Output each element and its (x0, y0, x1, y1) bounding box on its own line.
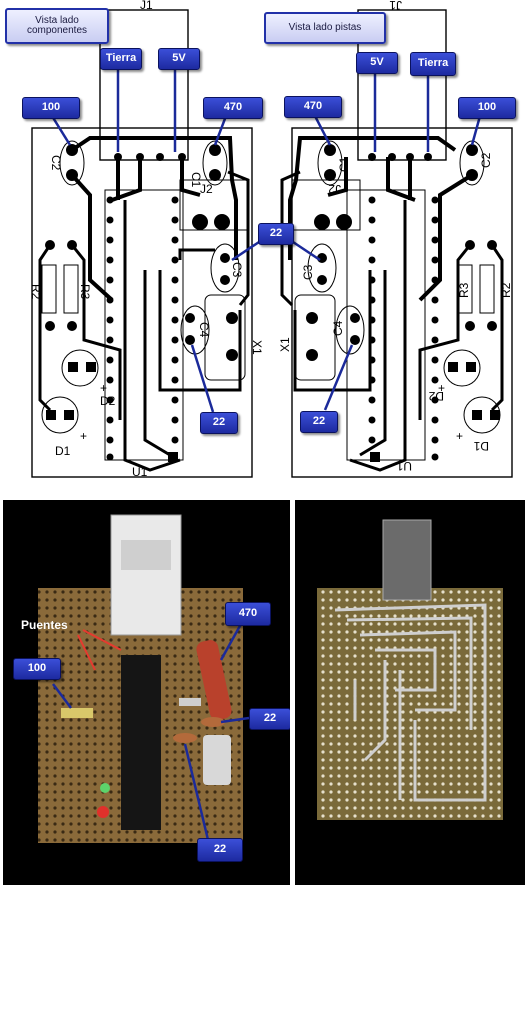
photo-label-22-bottom: 22 (197, 838, 243, 862)
svg-text:X1: X1 (250, 340, 264, 355)
track-pins-right (431, 196, 439, 461)
component-side-board (31, 9, 253, 478)
svg-text:C2: C2 (479, 152, 493, 168)
svg-text:R3: R3 (78, 284, 92, 300)
svg-text:C1: C1 (337, 156, 351, 172)
track-side-photo (295, 500, 525, 885)
component-side-pads (45, 144, 238, 462)
label-ground-left: Tierra (100, 48, 142, 70)
track-pins-left (368, 196, 376, 444)
svg-text:C3: C3 (230, 262, 244, 278)
label-22-top: 22 (258, 223, 294, 245)
svg-text:U1: U1 (132, 465, 148, 479)
svg-text:C4: C4 (197, 322, 211, 338)
svg-text:+: + (100, 381, 107, 395)
component-side-title: Vista lado componentes (5, 8, 109, 44)
svg-text:D1: D1 (55, 444, 71, 458)
component-side-photo: Puentes 100 470 22 22 (3, 500, 290, 885)
puentes-label: Puentes (21, 618, 68, 632)
label-470-right: 470 (284, 96, 342, 118)
track-side-refs: J1 J2 C1 C2 C3 C4 X1 R3 R2 D1 D2 U1 + + (278, 0, 513, 473)
svg-text:X1: X1 (278, 337, 292, 352)
svg-text:J2: J2 (328, 182, 341, 196)
track-side-pads (306, 144, 500, 462)
svg-text:C1: C1 (189, 172, 203, 188)
track-photo-art (317, 519, 503, 820)
photo-label-470: 470 (225, 602, 271, 626)
label-22-left-bottom: 22 (200, 412, 238, 434)
svg-text:C3: C3 (301, 264, 315, 280)
label-470-left: 470 (203, 97, 263, 119)
svg-text:+: + (456, 429, 463, 443)
component-side-pointers (50, 70, 263, 413)
photo-label-22-right: 22 (249, 708, 290, 730)
label-ground-right: Tierra (410, 52, 456, 76)
photo-label-100: 100 (13, 658, 61, 680)
component-side-refs: J1 J2 C1 C2 C3 C4 X1 R2 R3 D1 D2 U1 + + (29, 0, 264, 479)
track-side-pointers (289, 70, 482, 411)
label-5v-left: 5V (158, 48, 200, 70)
svg-text:J1: J1 (389, 0, 402, 12)
svg-text:J1: J1 (140, 0, 153, 12)
svg-text:C4: C4 (331, 320, 345, 336)
svg-text:+: + (438, 381, 445, 395)
track-side-board (280, 9, 513, 478)
svg-text:D1: D1 (473, 439, 489, 453)
label-100-right: 100 (458, 97, 516, 119)
label-22-right-bottom: 22 (300, 411, 338, 433)
svg-text:D2: D2 (428, 389, 444, 403)
svg-text:C2: C2 (49, 155, 63, 171)
u1-pins-right (171, 196, 179, 444)
svg-text:R2: R2 (499, 282, 513, 298)
component-photo-art (38, 514, 243, 843)
u1-pins-left (106, 196, 114, 461)
svg-text:J2: J2 (200, 182, 213, 196)
track-side-title: Vista lado pistas (264, 12, 386, 44)
svg-text:D2: D2 (100, 394, 116, 408)
label-5v-right: 5V (356, 52, 398, 74)
photo-pointers (52, 623, 250, 845)
svg-text:U1: U1 (396, 459, 412, 473)
label-100-left: 100 (22, 97, 80, 119)
svg-text:+: + (80, 429, 87, 443)
svg-text:R3: R3 (457, 282, 471, 298)
svg-text:R2: R2 (29, 284, 43, 300)
